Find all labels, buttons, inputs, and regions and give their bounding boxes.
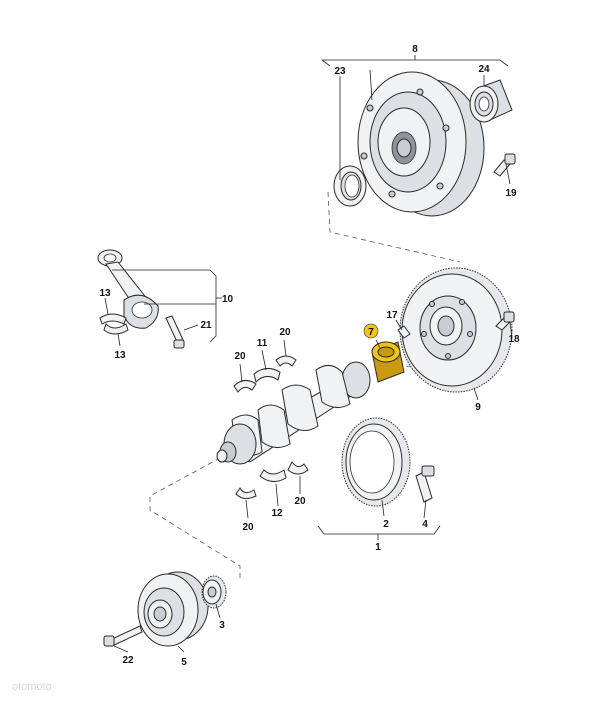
assembly-lines	[149, 191, 461, 578]
rod-bolt[interactable]	[165, 315, 185, 349]
rod-bearing-shell-lower[interactable]	[103, 323, 129, 335]
watermark: otomoto	[12, 681, 52, 693]
seal-ring[interactable]	[333, 165, 367, 207]
label-13-upper: 13	[99, 288, 111, 299]
label-10: 10	[222, 294, 234, 305]
label-13-lower: 13	[114, 350, 126, 361]
label-1: 1	[375, 542, 381, 553]
highlight-badge	[363, 323, 379, 339]
label-5: 5	[181, 657, 187, 668]
label-22: 22	[122, 655, 134, 666]
label-2: 2	[383, 519, 389, 530]
label-3: 3	[219, 620, 225, 631]
pulley-bolt[interactable]	[103, 625, 143, 647]
thrust-washer-20-lower-left[interactable]	[235, 487, 257, 500]
leader-lines	[104, 55, 513, 653]
label-23: 23	[334, 66, 346, 77]
thrust-washer-20-right[interactable]	[275, 355, 297, 367]
label-19: 19	[505, 188, 517, 199]
label-18: 18	[508, 334, 520, 345]
bolt-19[interactable]	[493, 153, 516, 177]
flywheel[interactable]	[399, 267, 513, 393]
rod-bearing-shell-upper[interactable]	[99, 313, 127, 325]
label-24: 24	[478, 64, 490, 75]
label-7: 7	[368, 327, 374, 338]
label-9: 9	[475, 402, 481, 413]
label-17: 17	[386, 310, 398, 321]
dual-mass-flywheel-assembly[interactable]	[357, 71, 485, 217]
label-4: 4	[422, 519, 428, 530]
label-20-top-left: 20	[234, 351, 246, 362]
label-20-bottom-left: 20	[242, 522, 254, 533]
needle-bearing[interactable]	[469, 79, 513, 123]
label-8: 8	[412, 44, 418, 55]
main-bearing-shell-12[interactable]	[259, 469, 287, 482]
label-11: 11	[257, 338, 268, 349]
part-labels: 8 23 24 19 10 13 13 21 7 17 18 9 11 20 2…	[99, 44, 520, 668]
crankshaft-sprocket[interactable]	[201, 575, 227, 609]
main-bearing-shell-11[interactable]	[253, 368, 281, 383]
ring-gear[interactable]	[341, 417, 411, 507]
thrust-washer-20-left[interactable]	[233, 380, 257, 393]
crankshaft-pulley[interactable]	[137, 571, 209, 647]
bolt-4[interactable]	[415, 465, 435, 503]
label-20-bottom-right: 20	[294, 496, 306, 507]
label-20-top-right: 20	[279, 327, 291, 338]
label-12: 12	[271, 508, 283, 519]
connecting-rod[interactable]	[97, 249, 159, 329]
crankshaft[interactable]	[216, 361, 371, 465]
pilot-bushing-highlighted[interactable]	[371, 341, 405, 383]
thrust-washer-20-lower-right[interactable]	[287, 461, 309, 475]
label-21: 21	[200, 320, 212, 331]
